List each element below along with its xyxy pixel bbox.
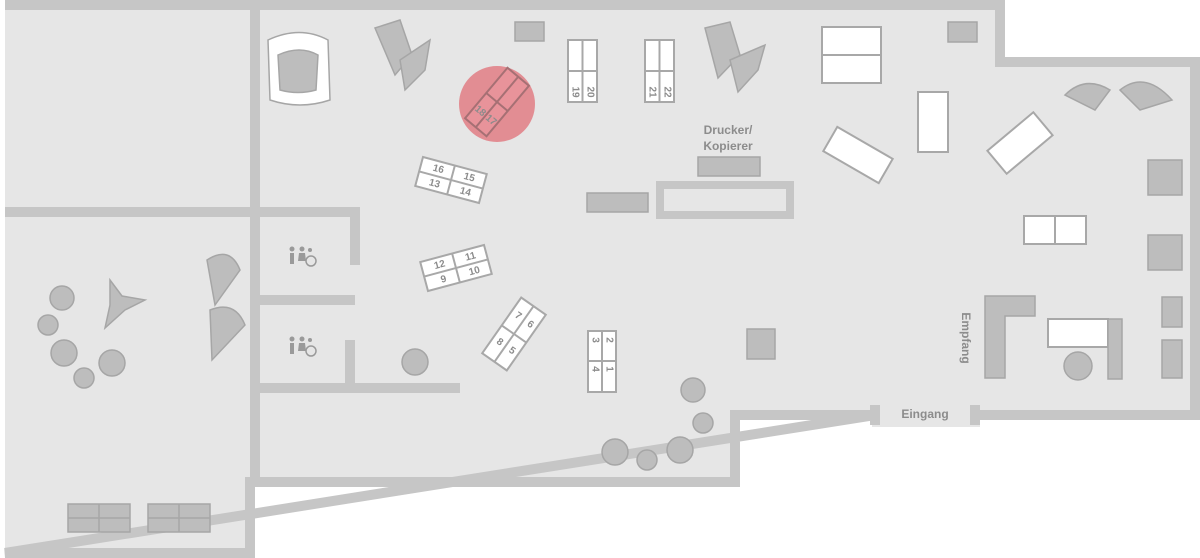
desk-number: 16	[431, 163, 445, 177]
door-jamb	[970, 405, 980, 425]
desk-number: 1	[603, 366, 614, 372]
desk-number: 20	[584, 86, 595, 98]
desk-19-20[interactable]: 19 20	[567, 39, 598, 103]
desk-number: 8	[494, 336, 505, 348]
printer-label: Kopierer	[703, 139, 753, 153]
desk-number: 14	[459, 186, 473, 200]
right-desks[interactable]	[821, 91, 1087, 245]
desk-number: 13	[428, 177, 442, 191]
cabinet	[514, 21, 545, 42]
desk-number: 6	[525, 319, 536, 331]
desk-number: 19	[569, 86, 580, 98]
desk-number: 9	[440, 274, 449, 286]
desk-13-16[interactable]: 13 14 15 16	[414, 155, 488, 205]
desk-9-12[interactable]: 9 10 11 12	[419, 243, 493, 293]
inner-walls	[5, 5, 794, 480]
desk-21-22[interactable]: 21 22	[644, 39, 675, 103]
desk-number: 4	[589, 366, 600, 372]
reception-label: Empfang	[959, 312, 973, 363]
printer-copier[interactable]	[697, 156, 761, 177]
cabinet	[586, 192, 649, 213]
desk-number: 12	[433, 258, 447, 272]
floor-area	[5, 5, 1195, 553]
printer-label: Drucker/	[704, 123, 753, 137]
door-jamb	[870, 405, 880, 425]
desk-number: 11	[464, 250, 477, 263]
desk-number: 3	[589, 337, 600, 343]
lounge-furniture	[37, 19, 1183, 471]
desk-5-8[interactable]: 5 6 7 8	[480, 296, 548, 372]
outer-wall	[4, 0, 1200, 558]
restroom-icon	[289, 246, 317, 357]
desk-number: 10	[468, 265, 482, 279]
desk-number: 5	[506, 345, 517, 357]
desk-number: 2	[603, 337, 614, 343]
entrance-label: Eingang	[901, 407, 948, 421]
cabinet	[746, 328, 776, 360]
desk-number: 15	[462, 171, 476, 185]
desk-1-4[interactable]: 1 2 3 4	[587, 330, 617, 393]
entrance-door[interactable]	[872, 405, 980, 427]
cabinet	[947, 21, 978, 43]
lower-tables	[67, 503, 211, 533]
reception-desk[interactable]	[984, 295, 1123, 380]
desk-number: 21	[646, 86, 657, 98]
desk-17-18[interactable]: 17 18	[463, 66, 531, 138]
desk-number: 22	[661, 86, 672, 98]
desk-number: 7	[513, 310, 524, 322]
